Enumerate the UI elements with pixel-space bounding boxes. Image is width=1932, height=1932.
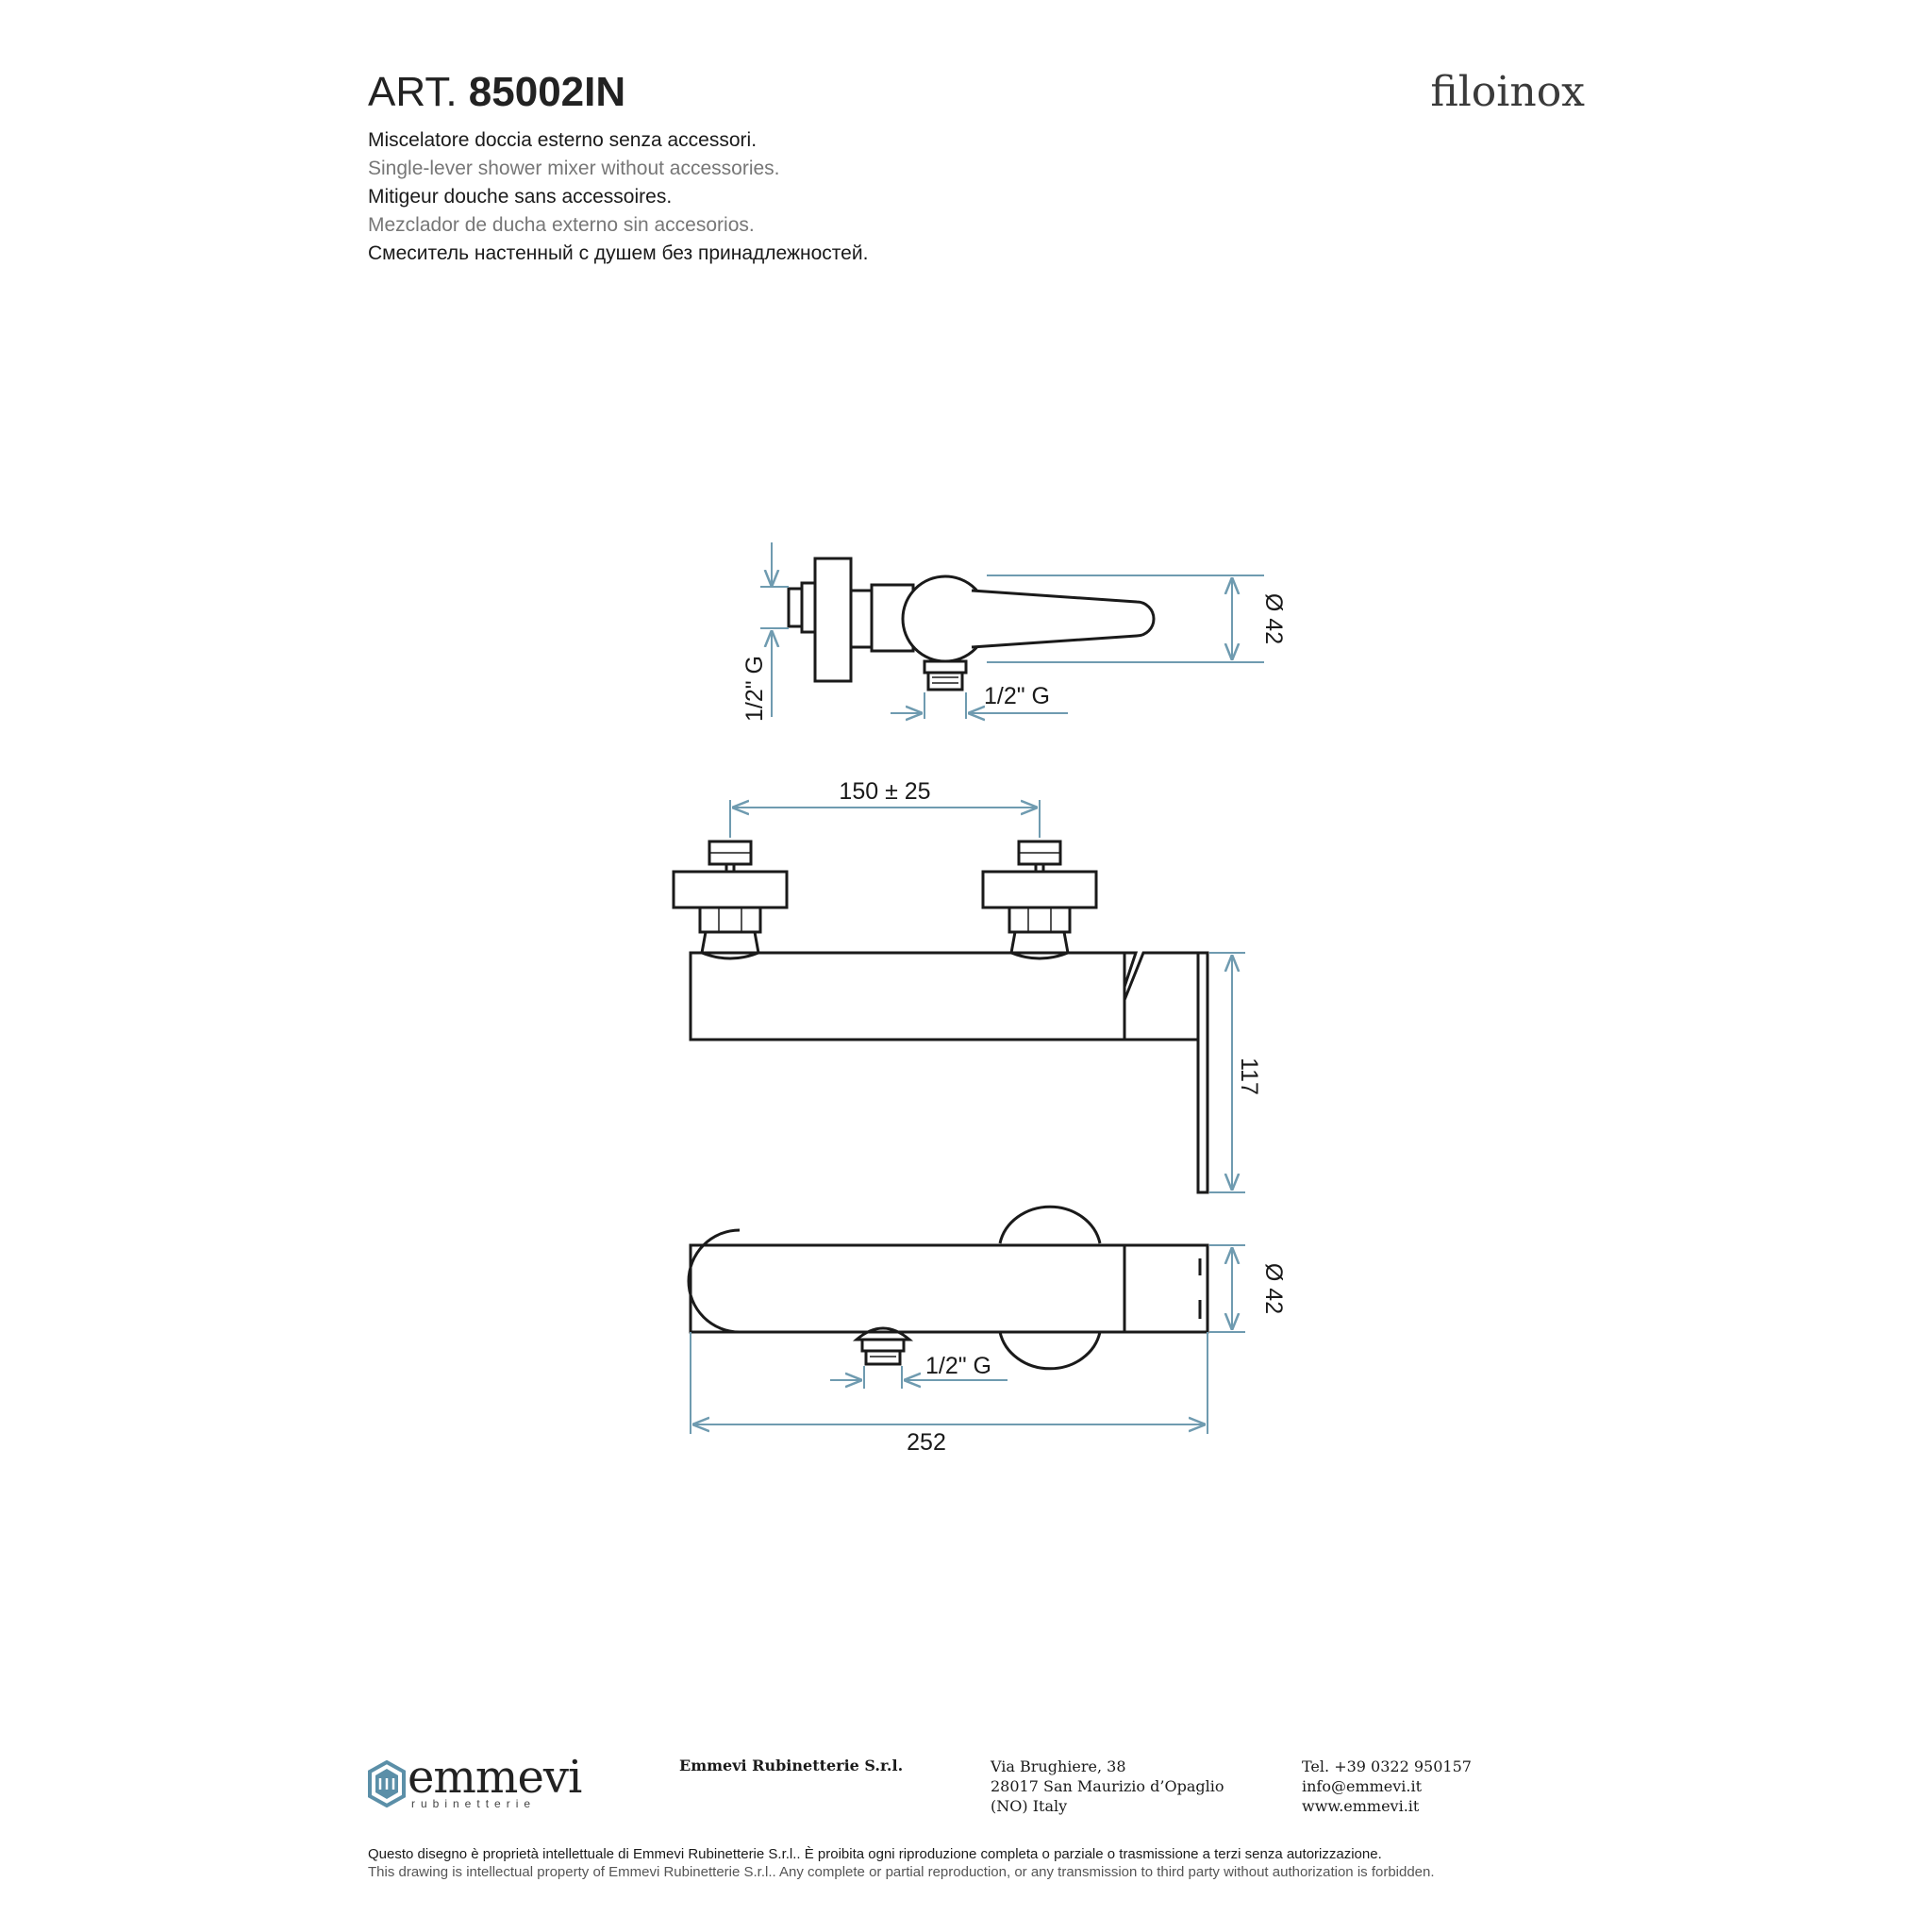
address-line: Via Brughiere, 38	[991, 1757, 1126, 1775]
product-descriptions: Miscelatore doccia esterno senza accesso…	[368, 126, 1585, 268]
address-line: (NO) Italy	[991, 1797, 1068, 1815]
right-flange-outline-bottom	[998, 1331, 1102, 1371]
header: ART. 85002IN filoinox Miscelatore doccia…	[368, 68, 1585, 268]
emmevi-logo: emmevi rubinetterie	[368, 1751, 604, 1813]
left-union-nut	[700, 930, 760, 960]
left-hex-nut	[698, 906, 762, 934]
dim-top-bottom-thread: 1/2" G	[984, 683, 1050, 709]
logo-hexagon-icon	[368, 1760, 406, 1807]
lever-blade	[1196, 951, 1209, 1194]
right-wall-flange	[981, 870, 1098, 909]
top-view-dimensions	[760, 542, 1264, 719]
logo-subtitle: rubinetterie	[411, 1797, 537, 1810]
outlet-thread-bottom	[864, 1349, 902, 1366]
description-es: Mezclador de ducha externo sin accesorio…	[368, 214, 755, 236]
bottom-view-dimensions	[690, 1244, 1245, 1434]
dim-top-diameter: Ø 42	[1260, 593, 1287, 644]
outlet-thread	[926, 671, 964, 691]
company-address: Via Brughiere, 38 28017 San Maurizio d’O…	[991, 1757, 1224, 1816]
company-contact: Tel. +39 0322 950157 info@emmevi.it www.…	[1302, 1757, 1472, 1816]
legal-notice-it: Questo disegno è proprietà intellettuale…	[368, 1846, 1382, 1862]
lever-base	[1123, 951, 1139, 988]
outlet-dome	[852, 1326, 914, 1341]
dim-height: 117	[1236, 1058, 1262, 1095]
description-ru: Смеситель настенный с душем без принадле…	[368, 242, 869, 264]
contact-phone: Tel. +39 0322 950157	[1302, 1757, 1472, 1775]
wall-flange	[813, 557, 853, 683]
lever-handle	[971, 589, 1156, 649]
dim-top-side-thread: 1/2" G	[741, 656, 768, 722]
outlet-nut	[923, 659, 968, 675]
dim-center-distance: 150 ± 25	[839, 778, 930, 805]
front-view-dimensions	[729, 800, 1245, 1193]
side-connector-nut	[800, 581, 817, 634]
bottom-view	[687, 1205, 1209, 1371]
mixer-body	[689, 951, 1126, 1041]
front-view	[672, 840, 1209, 1194]
article-code: 85002IN	[468, 69, 626, 115]
legal-notice-en: This drawing is intellectual property of…	[368, 1864, 1435, 1880]
lever-joint-bottom	[1123, 1243, 1209, 1334]
side-connector-thread	[787, 587, 804, 628]
right-flange-outline-top	[998, 1205, 1102, 1244]
contact-website: www.emmevi.it	[1302, 1797, 1420, 1815]
description-en: Single-lever shower mixer without access…	[368, 158, 780, 179]
legal-notice: Questo disegno è proprietà intellettuale…	[368, 1845, 1594, 1881]
description-fr: Mitigeur douche sans accessoires.	[368, 186, 673, 208]
right-union-nut	[1009, 930, 1070, 960]
dim-total-length: 252	[907, 1429, 946, 1456]
address-line: 28017 San Maurizio d’Opaglio	[991, 1777, 1224, 1795]
lever-joint	[1123, 951, 1200, 1041]
brand-name: filoinox	[1430, 68, 1585, 116]
left-wall-flange	[672, 870, 789, 909]
company-name: Emmevi Rubinetterie S.r.l.	[679, 1757, 904, 1774]
outlet-nut-bottom	[860, 1338, 906, 1353]
article-title: ART. 85002IN	[368, 68, 1585, 117]
dim-bottom-thread: 1/2" G	[925, 1353, 991, 1379]
left-flange-outline	[687, 1228, 741, 1334]
contact-email: info@emmevi.it	[1302, 1777, 1423, 1795]
dim-bottom-diameter: Ø 42	[1260, 1263, 1287, 1314]
right-hex-nut	[1008, 906, 1072, 934]
article-prefix: ART.	[368, 69, 458, 115]
footer: emmevi rubinetterie Emmevi Rubinetterie …	[368, 1751, 1585, 1816]
body-bottom	[689, 1243, 1126, 1334]
description-it: Miscelatore doccia esterno senza accesso…	[368, 129, 758, 151]
top-view	[787, 557, 1156, 691]
eccentric-nut	[849, 589, 874, 649]
logo-wordmark: emmevi	[408, 1751, 582, 1804]
